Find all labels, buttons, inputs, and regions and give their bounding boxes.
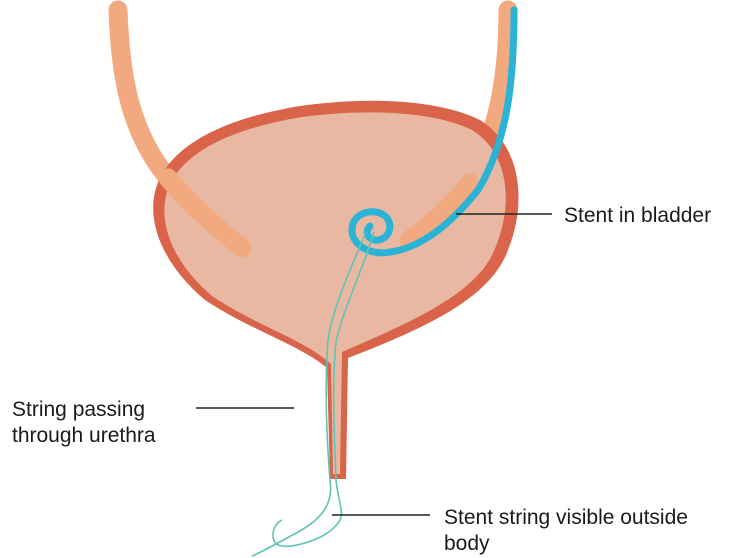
label-string-visible-outside: Stent string visible outside body (444, 505, 688, 557)
bladder-lumen (164, 112, 505, 474)
label-stent-in-bladder: Stent in bladder (564, 203, 711, 229)
label-string-outside-line2: body (444, 531, 688, 557)
left-ureter (118, 10, 168, 178)
label-string-outside-line1: Stent string visible outside (444, 505, 688, 531)
label-stent-in-bladder-text: Stent in bladder (564, 204, 711, 227)
label-string-through-urethra: String passing through urethra (12, 397, 156, 449)
label-string-urethra-line2: through urethra (12, 423, 156, 449)
label-string-urethra-line1: String passing (12, 397, 156, 423)
